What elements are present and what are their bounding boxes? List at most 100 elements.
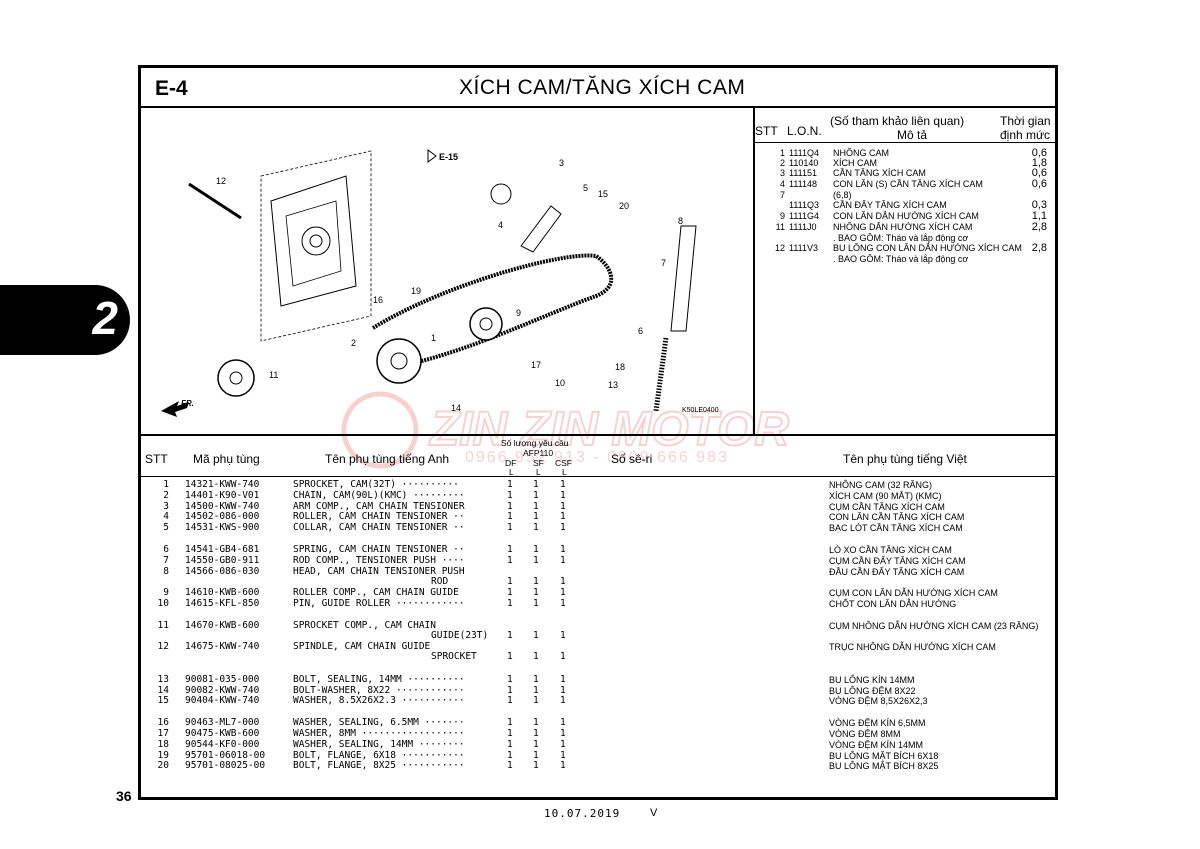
ref-stt: 7 [779,190,785,200]
part-name-en-cont: SPROCKET [431,651,477,663]
ref-lon: 1111V3 [789,243,819,253]
part-stt: 3 [163,500,169,512]
part-number: 95701-06018-00 [185,749,266,761]
part-stt: 2 [163,489,169,501]
ref-lon: 111148 [789,179,818,189]
part-name-vi: BU LÔNG MẶT BÍCH 6X18 [829,750,939,761]
section-title: XÍCH CAM/TĂNG XÍCH CAM [459,76,746,99]
part-stt: 13 [157,673,169,685]
part-name-vi: BU LÔNG KÍN 14MM [829,674,915,685]
callout-20: 20 [619,201,629,211]
part-name-vi: VÒNG ĐỆM KÍN 14MM [829,739,924,750]
ref-lon: 1111Q4 [789,148,820,158]
part-name-en: BOLT, FLANGE, 6X18 ··········· [293,749,465,761]
ref-lon: 111151 [789,168,818,178]
part-name-vi: TRỤC NHÔNG DẪN HƯỚNG XÍCH CAM [829,642,996,653]
section-code: E-4 [155,77,188,100]
qty-sf: 1 [533,554,539,566]
qty-sf: 1 [533,511,539,523]
callout-2: 2 [351,338,356,348]
qty-sf: 1 [533,629,539,641]
qty-sf: 1 [533,587,539,599]
part-number: 14675-KWW-740 [185,641,260,653]
part-name-en: SPRING, CAM CHAIN TENSIONER ·· [293,544,465,555]
ref-header-desc2: Mô tả [897,128,928,142]
fr-label: FR. [181,399,194,408]
qty-csf: 1 [560,651,566,663]
qty-csf: 1 [560,673,566,685]
callout-18: 18 [615,362,625,372]
qty-csf: 1 [560,489,566,501]
callout-5: 5 [583,183,588,193]
qty-df: 1 [507,727,513,739]
qty-csf: 1 [560,479,566,490]
page-number: 36 [116,788,132,804]
part-name-en-cont: ROD [431,575,449,587]
part-stt: 7 [163,554,169,566]
qty-csf: 1 [560,500,566,512]
part-name-en: ROD COMP., TENSIONER PUSH ···· [293,554,465,566]
part-stt: 18 [157,738,169,750]
parts-header-sf: SF [533,458,544,468]
qty-sf: 1 [533,673,539,685]
watermark: ZIN ZIN MOTOR 0966 952 913 - 0909 666 98… [340,385,860,480]
chapter-tab: 2 [0,285,130,355]
part-stt: 20 [157,760,169,772]
part-number: 14541-GB4-681 [185,544,260,555]
part-number: 90081-035-000 [185,673,260,685]
qty-csf: 1 [560,749,566,761]
callout-14: 14 [451,403,461,413]
qty-sf: 1 [533,738,539,750]
parts-header-l1: L [509,467,514,477]
callout-7: 7 [661,258,666,268]
ref-desc: NHÔNG DẪN HƯỚNG XÍCH CAM [833,222,973,232]
part-stt: 5 [163,522,169,534]
qty-csf: 1 [560,575,566,587]
ref-desc: CON LĂN DẪN HƯỚNG XÍCH CAM [833,211,979,221]
parts-header-partno: Mã phụ tùng [193,452,260,466]
diagram-drawing: E-15 FR. K50LE0400 [161,149,719,417]
part-name-vi: CỤM CẦN TĂNG XÍCH CAM [829,501,945,512]
part-name-vi: BẠC LÓT CẦN TĂNG XÍCH CAM [829,523,963,534]
qty-csf: 1 [560,760,566,772]
parts-header-l2: L [536,467,541,477]
ref-lon: 1111Q3 [789,200,820,210]
ref-desc: CẦN ĐẨY TĂNG XÍCH CAM [833,200,947,210]
qty-df: 1 [507,695,513,707]
ref-time: 0,6 [1031,167,1047,179]
ref-desc: BU LÔNG CON LĂN DẪN HƯỚNG XÍCH CAM [833,243,1022,253]
qty-df: 1 [507,587,513,599]
parts-header-l3: L [562,467,567,477]
part-name-en: SPROCKET COMP., CAM CHAIN [293,619,436,631]
part-name-vi: CỤM CON LĂN DẪN HƯỚNG XÍCH CAM [829,588,998,599]
qty-csf: 1 [560,695,566,707]
footer-version: V [650,807,658,819]
qty-sf: 1 [533,727,539,739]
ref-desc: . BAO GỒM: Tháo và lắp động cơ [833,254,969,264]
qty-df: 1 [507,597,513,609]
ref-desc: XÍCH CAM [833,158,878,168]
ref-time: 0,3 [1031,199,1047,211]
part-name-en: WASHER, SEALING, 14MM ········ [293,738,465,750]
part-name-en: WASHER, 8MM ·················· [293,727,465,739]
part-name-en: SPINDLE, CAM CHAIN GUIDE [293,641,431,653]
ref-stt: 11 [775,222,785,232]
part-stt: 9 [163,587,169,599]
ref-desc: . BAO GỒM: Tháo và lắp động cơ [833,233,969,243]
ref-header-time1: Thời gian [1000,114,1051,128]
part-number: 90082-KWW-740 [185,684,260,696]
qty-df: 1 [507,738,513,750]
part-name-en: BOLT, SEALING, 14MM ·········· [293,673,465,685]
part-name-vi: BU LÔNG MẶT BÍCH 8X25 [829,761,939,772]
part-stt: 11 [157,619,169,631]
qty-df: 1 [507,511,513,523]
watermark-brand: ZIN ZIN MOTOR [428,403,789,456]
part-number: 14401-K90-V01 [185,489,260,501]
part-stt: 8 [163,565,169,577]
part-number: 14531-KWS-900 [185,522,260,534]
ref-time: 1,8 [1031,157,1047,169]
ref-stt: 12 [774,243,785,253]
qty-sf: 1 [533,651,539,663]
part-name-en: SPROCKET, CAM(32T) ·········· [293,479,459,490]
qty-sf: 1 [533,597,539,609]
